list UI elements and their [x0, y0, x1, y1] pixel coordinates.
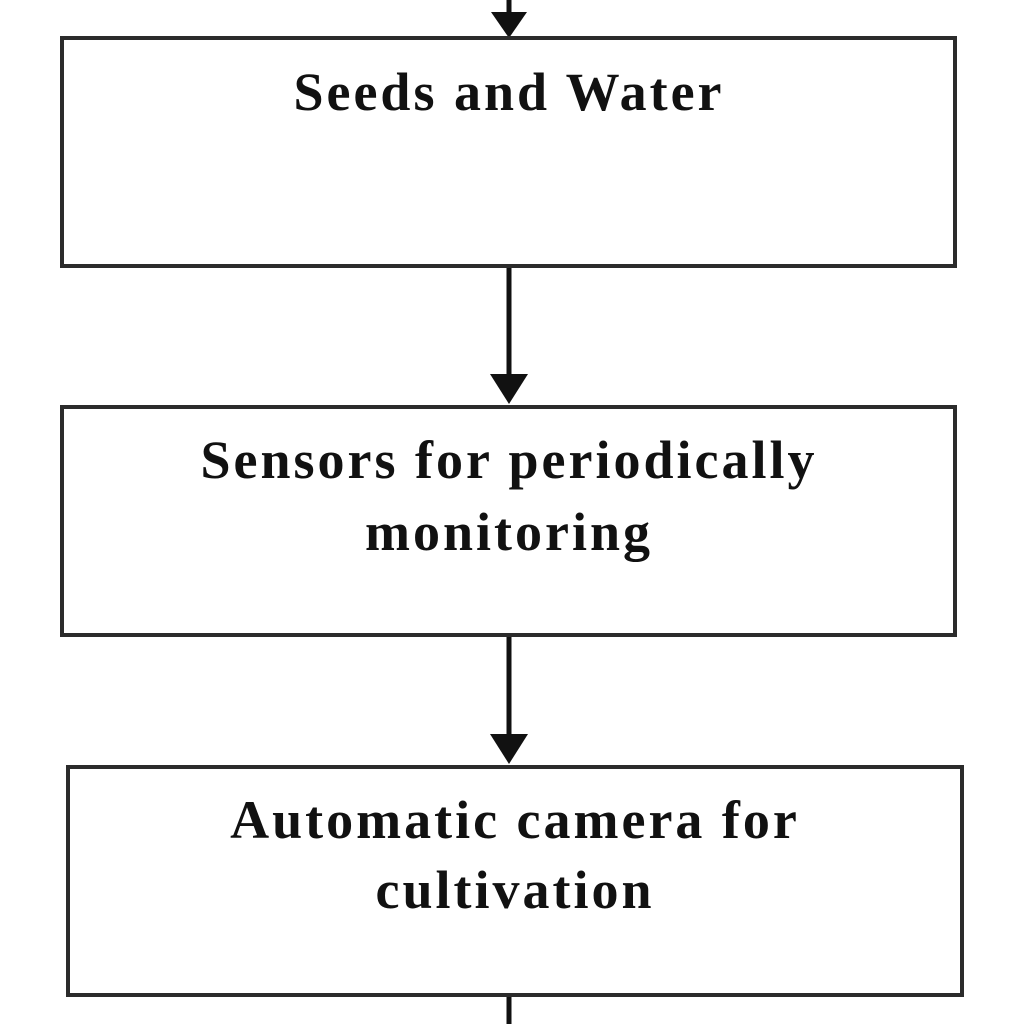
box-1-line-1: Seeds and Water — [293, 62, 724, 122]
arrow-into-box-1 — [491, 0, 527, 38]
box-sensors-monitoring: Sensors for periodically monitoring — [60, 405, 957, 637]
arrow-box-1-to-box-2 — [490, 268, 528, 404]
box-automatic-camera: Automatic camera for cultivation — [66, 765, 964, 997]
arrowhead — [491, 12, 527, 38]
box-1-border — [60, 36, 957, 268]
box-2-line-1: Sensors for periodically — [201, 430, 818, 490]
box-2-line-2: monitoring — [365, 502, 653, 562]
box-3-line-1: Automatic camera for — [230, 790, 800, 850]
box-seeds-and-water: Seeds and Water — [60, 36, 957, 268]
box-3-line-2: cultivation — [375, 860, 654, 920]
arrowhead — [490, 374, 528, 404]
arrow-box-2-to-box-3 — [490, 637, 528, 764]
box-3-border — [66, 765, 964, 997]
arrowhead — [490, 734, 528, 764]
box-2-border — [60, 405, 957, 637]
